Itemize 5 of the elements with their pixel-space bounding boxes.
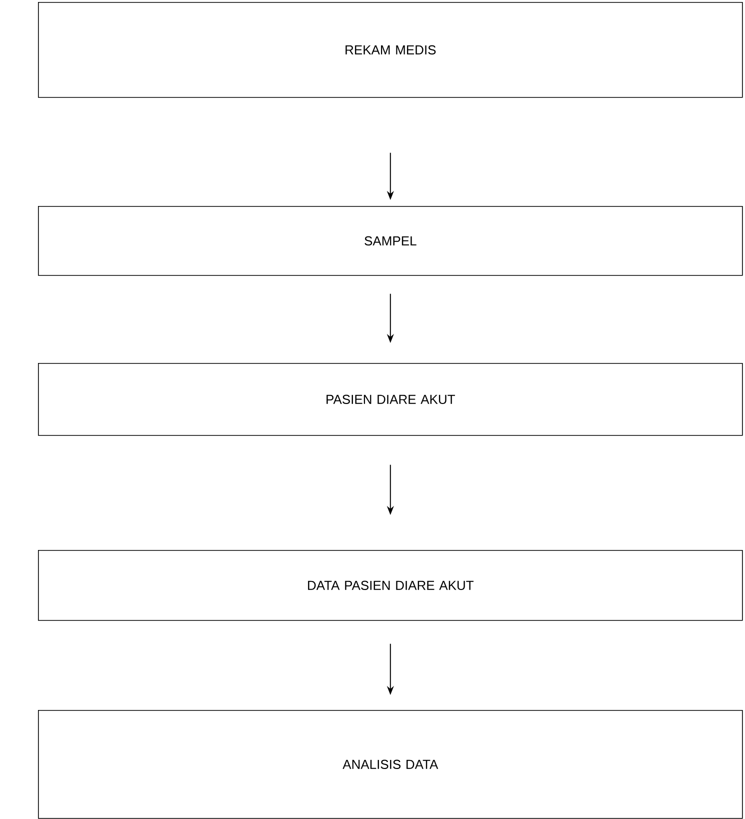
process-box: DATA PASIEN DIARE AKUT (38, 550, 743, 621)
process-box: SAMPEL (38, 206, 743, 276)
process-box: REKAM MEDIS (38, 2, 743, 98)
process-box: ANALISIS DATA (38, 710, 743, 819)
process-box: PASIEN DIARE AKUT (38, 363, 743, 436)
